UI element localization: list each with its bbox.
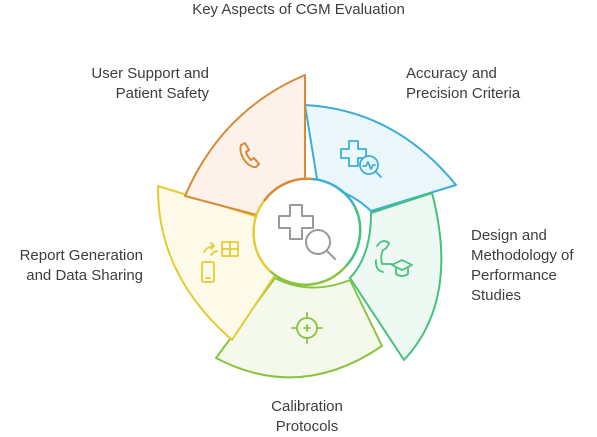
center-arc-yellow <box>252 200 271 272</box>
diagram-title: Key Aspects of CGM Evaluation <box>192 1 405 18</box>
medical-cross-monitor-icon <box>340 140 382 178</box>
crosshair-target-icon <box>291 312 323 344</box>
label-accuracy: Accuracy and Precision Criteria <box>406 65 521 102</box>
label-calibration: Calibration Protocols <box>271 398 343 435</box>
label-report: Report Generation and Data Sharing <box>19 247 143 284</box>
center-arc-orange <box>262 177 313 202</box>
label-design: Design and Methodology of Performance St… <box>471 227 574 304</box>
phone-transfer-spreadsheet-icon <box>201 241 239 283</box>
medical-cross-magnifier-icon <box>278 204 336 260</box>
center-arc-lime <box>269 265 347 286</box>
center-arc-green <box>345 204 362 267</box>
center-circle <box>253 179 359 285</box>
arm-graduation-cap-icon <box>374 240 413 277</box>
segment-design <box>349 192 443 361</box>
center-arc-blue <box>311 177 356 206</box>
telephone-handset-icon <box>239 142 260 169</box>
label-support: User Support and Patient Safety <box>91 65 209 102</box>
